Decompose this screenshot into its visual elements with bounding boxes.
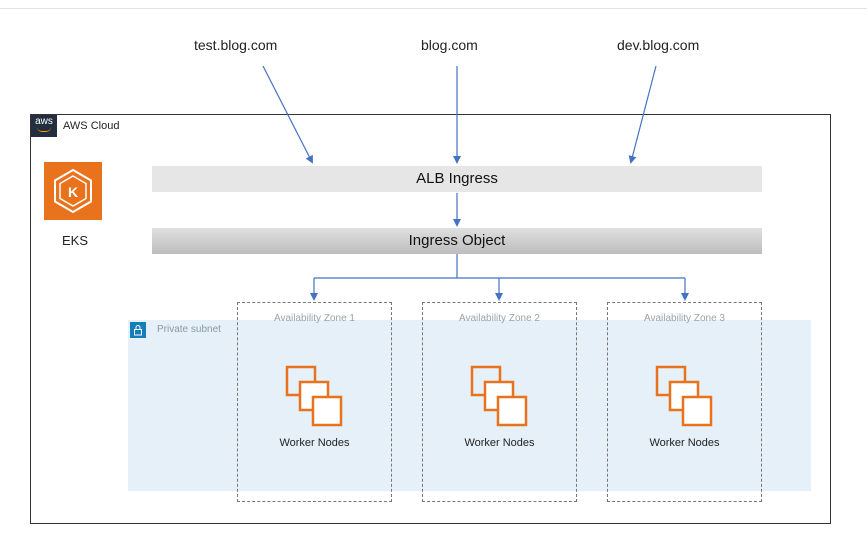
aws-cloud-label: AWS Cloud xyxy=(63,120,120,132)
zone-label: Availability Zone 2 xyxy=(459,313,540,324)
eks-label: EKS xyxy=(62,233,89,248)
availability-zone-1: Availability Zone 1 Worker Nodes xyxy=(237,302,392,502)
worker-nodes-icon xyxy=(655,365,713,427)
zone-label: Availability Zone 3 xyxy=(644,313,725,324)
arrow-dev-blog xyxy=(628,65,657,164)
host-dev-blog: dev.blog.com xyxy=(617,37,700,53)
availability-zone-3: Availability Zone 3 Worker Nodes xyxy=(607,302,762,502)
private-subnet-label: Private subnet xyxy=(157,324,221,335)
host-test-blog: test.blog.com xyxy=(194,37,278,53)
availability-zone-2: Availability Zone 2 Worker Nodes xyxy=(422,302,577,502)
lock-icon xyxy=(130,322,146,338)
top-divider xyxy=(0,8,867,9)
host-blog: blog.com xyxy=(421,37,478,53)
worker-nodes-icon xyxy=(285,365,343,427)
worker-nodes-label: Worker Nodes xyxy=(464,437,535,449)
worker-nodes-label: Worker Nodes xyxy=(649,437,720,449)
eks-icon: K xyxy=(44,162,102,220)
worker-nodes-label: Worker Nodes xyxy=(279,437,350,449)
aws-logo-icon: aws xyxy=(31,115,57,137)
aws-cloud-boundary xyxy=(30,114,831,524)
ingress-object-bar: Ingress Object xyxy=(152,228,762,254)
arrow-test-blog xyxy=(262,65,313,164)
zone-label: Availability Zone 1 xyxy=(274,313,355,324)
worker-nodes-icon xyxy=(470,365,528,427)
alb-ingress-bar: ALB Ingress xyxy=(152,166,762,192)
svg-text:K: K xyxy=(68,184,78,200)
